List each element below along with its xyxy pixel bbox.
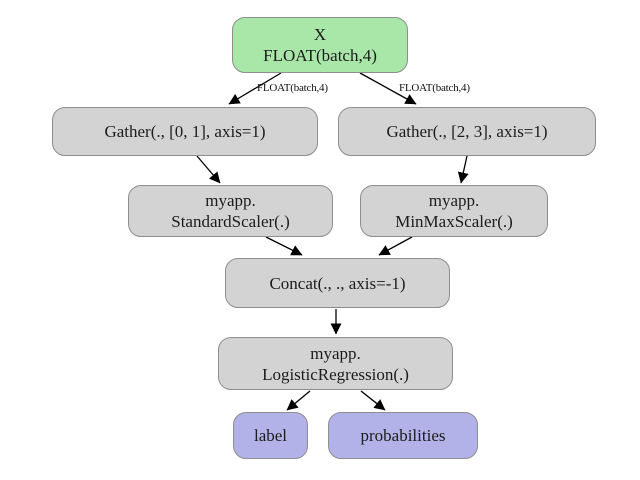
node-gather-23-label: Gather(., [2, 3], axis=1) (386, 122, 548, 141)
edge-logistic-regression-to-probabilities (360, 390, 386, 411)
node-input-x-type: FLOAT(batch,4) (263, 46, 377, 65)
edge-gather-01-to-standard-scaler (196, 155, 221, 184)
node-minmax-scaler-label: MinMaxScaler(.) (395, 212, 513, 231)
node-standard-scaler-label: StandardScaler(.) (171, 212, 290, 231)
node-standard-scaler: myapp. StandardScaler(.) (128, 185, 333, 237)
node-input-x: X FLOAT(batch,4) (232, 17, 408, 73)
edge-x-to-gather-23 (359, 72, 417, 105)
node-logistic-regression: myapp. LogisticRegression(.) (218, 337, 453, 390)
node-gather-01: Gather(., [0, 1], axis=1) (52, 107, 318, 156)
edge-label-float-left: FLOAT(batch,4) (257, 82, 328, 94)
node-gather-23: Gather(., [2, 3], axis=1) (338, 107, 596, 156)
edge-label-float-right: FLOAT(batch,4) (399, 82, 470, 94)
edge-logistic-regression-to-label (286, 390, 311, 411)
node-standard-scaler-namespace: myapp. (205, 191, 256, 210)
edge-standard-scaler-to-concat (265, 236, 303, 256)
node-output-label: label (233, 412, 308, 459)
edge-minmax-scaler-to-concat (378, 236, 413, 256)
node-output-label-text: label (253, 426, 288, 445)
node-logistic-regression-namespace: myapp. (310, 343, 361, 363)
edge-gather-23-to-minmax-scaler (457, 155, 469, 184)
node-gather-01-label: Gather(., [0, 1], axis=1) (104, 122, 266, 141)
node-concat-label: Concat(., ., axis=-1) (269, 273, 406, 293)
node-output-probabilities-text: probabilities (360, 426, 446, 445)
node-logistic-regression-label: LogisticRegression(.) (262, 364, 409, 384)
node-minmax-scaler: myapp. MinMaxScaler(.) (360, 185, 548, 237)
node-concat: Concat(., ., axis=-1) (225, 258, 450, 308)
node-input-x-name: X (313, 25, 327, 44)
edge-x-to-gather-01 (228, 72, 282, 105)
node-output-probabilities: probabilities (328, 412, 478, 459)
node-minmax-scaler-namespace: myapp. (428, 191, 480, 210)
